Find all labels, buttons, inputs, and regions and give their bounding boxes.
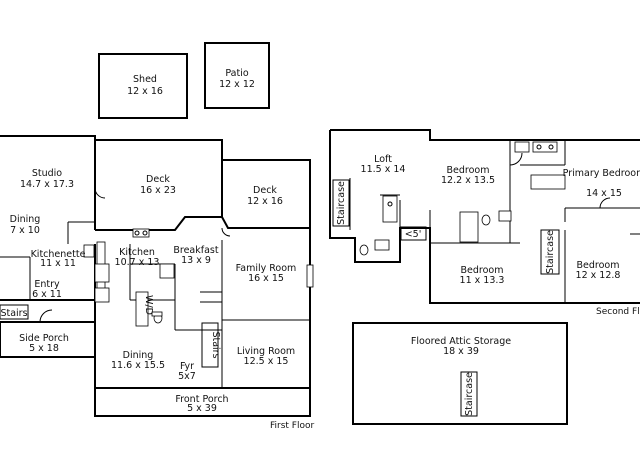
first-floor-caption: First Floor — [270, 421, 314, 431]
kitchen-name: Kitchen — [119, 247, 155, 258]
patio-size: 12 x 12 — [219, 79, 255, 90]
loft-room: Loft 11.5 x 14 — [361, 154, 406, 175]
studio-name: Studio — [32, 168, 62, 179]
dining-main-name: Dining — [123, 350, 154, 361]
shed-room: Shed 12 x 16 — [98, 53, 188, 119]
kitchenette-size: 11 x 11 — [40, 258, 76, 269]
low-ceiling-label: <5' — [405, 229, 422, 240]
breakfast-size: 13 x 9 — [181, 255, 211, 266]
patio-room: Patio 12 x 12 — [204, 42, 270, 109]
bedroom-a-size: 12.2 x 13.5 — [441, 175, 495, 186]
attic-name: Floored Attic Storage — [411, 336, 511, 347]
staircase-upper-label: Staircase — [545, 230, 556, 274]
studio-size: 14.7 x 17.3 — [20, 179, 74, 190]
staircase-upper: Staircase — [540, 229, 560, 275]
foyer-name: Fyr — [180, 361, 194, 372]
dining-small-size: 7 x 10 — [10, 225, 40, 236]
loft-name: Loft — [374, 154, 392, 165]
primary-bedroom-name: Primary Bedroom — [563, 168, 640, 179]
entry-room: Entry 6 x 11 — [32, 279, 62, 300]
foyer-room: Fyr 5x7 — [178, 361, 196, 382]
deck-2-room: Deck 12 x 16 — [247, 185, 283, 207]
foyer-size: 5x7 — [178, 371, 196, 382]
bedroom-b-size: 11 x 13.3 — [460, 275, 505, 286]
loft-size: 11.5 x 14 — [361, 164, 406, 175]
family-room: Family Room 16 x 15 — [236, 263, 297, 284]
shed-name: Shed — [133, 74, 157, 85]
breakfast-room: Breakfast 13 x 9 — [173, 245, 218, 266]
stairs-left-label: Stairs — [0, 308, 27, 319]
living-room-name: Living Room — [237, 346, 295, 357]
front-porch-room: Front Porch 5 x 39 — [175, 394, 228, 414]
staircase-attic-label: Staircase — [464, 372, 475, 416]
kitchenette-name: Kitchenette — [31, 249, 86, 260]
stairs-center: Stairs — [201, 322, 221, 368]
front-porch-name: Front Porch — [175, 394, 228, 405]
low-ceiling-area: <5' — [400, 226, 427, 241]
dining-main-room: Dining 11.6 x 15.5 — [111, 350, 165, 371]
stairs-left: Stairs — [0, 304, 29, 320]
bedroom-c-room: Bedroom 12 x 12.8 — [576, 260, 621, 281]
shed-size: 12 x 16 — [127, 86, 163, 97]
staircase-attic: Staircase — [460, 371, 478, 417]
kitchen-room: Kitchen 10.7 x 13 — [115, 247, 160, 268]
first-floor-walls — [0, 135, 314, 417]
breakfast-name: Breakfast — [173, 245, 218, 256]
dining-small-name: Dining — [10, 214, 41, 225]
kitchen-size: 10.7 x 13 — [115, 257, 160, 268]
bedroom-a-name: Bedroom — [447, 165, 490, 176]
dining-main-size: 11.6 x 15.5 — [111, 360, 165, 371]
primary-bedroom-room: Primary Bedroom 14 x 15 — [563, 168, 640, 199]
family-room-name: Family Room — [236, 263, 297, 274]
living-room-size: 12.5 x 15 — [244, 356, 289, 367]
staircase-loft-label: Staircase — [336, 181, 347, 225]
wd-label: W/D — [143, 295, 154, 315]
second-floor-walls — [329, 129, 640, 304]
deck-1-room: Deck 16 x 23 — [140, 174, 176, 196]
living-room: Living Room 12.5 x 15 — [237, 346, 295, 367]
studio-room: Studio 14.7 x 17.3 — [20, 168, 74, 190]
dining-small-room: Dining 7 x 10 — [10, 214, 41, 236]
side-porch-room: Side Porch 5 x 18 — [19, 333, 69, 354]
deck-1-size: 16 x 23 — [140, 185, 176, 196]
washer-dryer: W/D — [143, 295, 154, 315]
family-room-size: 16 x 15 — [248, 273, 284, 284]
patio-name: Patio — [225, 68, 248, 79]
bedroom-b-room: Bedroom 11 x 13.3 — [460, 265, 505, 286]
deck-1-name: Deck — [146, 174, 170, 185]
attic-room: Floored Attic Storage 18 x 39 — [352, 322, 568, 425]
bedroom-c-name: Bedroom — [577, 260, 620, 271]
second-floor-caption: Second Floo — [596, 307, 640, 317]
bedroom-c-size: 12 x 12.8 — [576, 270, 621, 281]
attic-size: 18 x 39 — [443, 346, 479, 357]
entry-name: Entry — [34, 279, 60, 290]
bedroom-b-name: Bedroom — [461, 265, 504, 276]
stairs-center-label: Stairs — [210, 331, 221, 358]
side-porch-size: 5 x 18 — [29, 343, 59, 354]
bedroom-a-room: Bedroom 12.2 x 13.5 — [441, 165, 495, 186]
deck-2-size: 12 x 16 — [247, 196, 283, 207]
entry-size: 6 x 11 — [32, 289, 62, 300]
side-porch-name: Side Porch — [19, 333, 69, 344]
first-floor-fixtures — [83, 228, 175, 327]
primary-bedroom-size: 14 x 15 — [586, 188, 622, 199]
staircase-loft: Staircase — [332, 179, 350, 227]
front-porch-size: 5 x 39 — [187, 403, 217, 414]
deck-2-name: Deck — [253, 185, 277, 196]
kitchenette-room: Kitchenette 11 x 11 — [31, 249, 86, 269]
second-floor-fixtures — [359, 141, 566, 256]
